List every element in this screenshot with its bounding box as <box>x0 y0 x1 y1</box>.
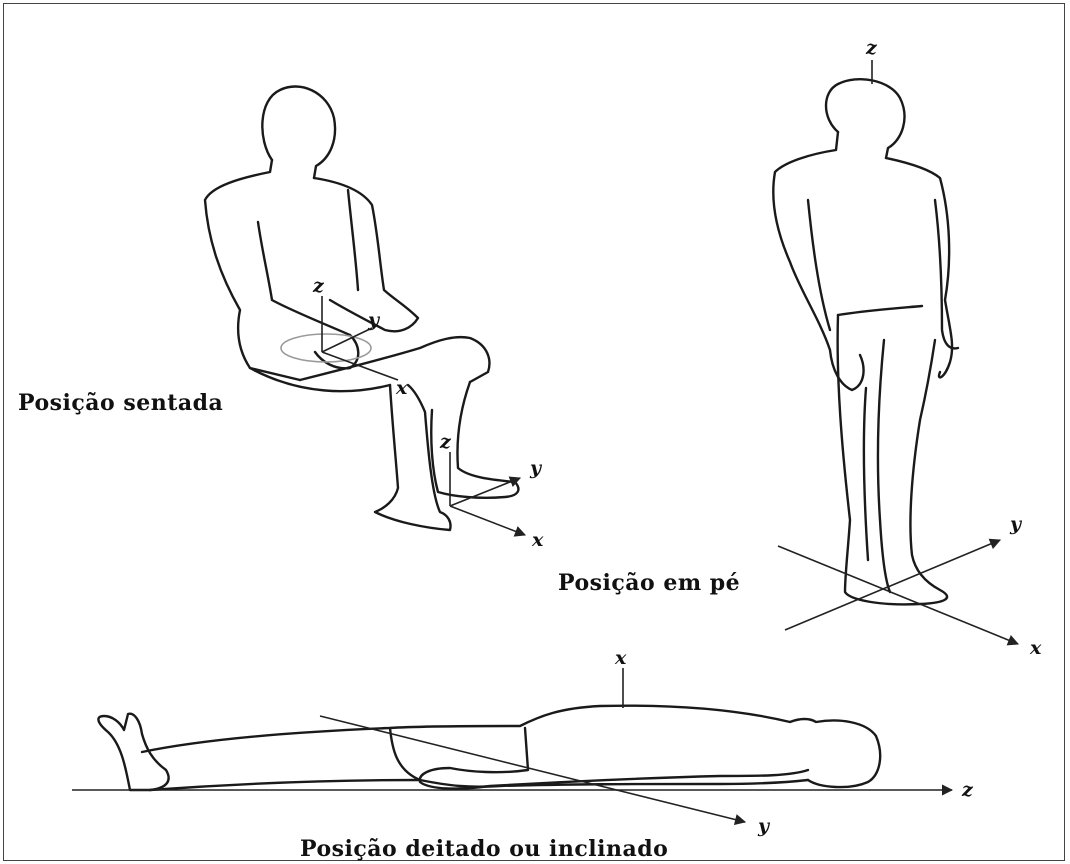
standing-waist <box>838 306 922 315</box>
seated-hip-z-label: z <box>312 275 325 297</box>
lying-z-label: z <box>961 779 974 801</box>
seated-figure <box>205 86 518 530</box>
lying-x-label: x <box>614 647 627 669</box>
seated-arm <box>314 178 418 331</box>
lying-thigh <box>390 728 420 780</box>
seated-inner-arm <box>258 222 358 368</box>
standing-y-label: y <box>1009 513 1023 535</box>
seated-thigh <box>300 337 489 382</box>
seated-foot-z-label: z <box>439 431 452 453</box>
seated-torso <box>205 160 300 380</box>
standing-torso <box>773 132 863 390</box>
seated-shoulder <box>348 190 358 290</box>
standing-inner-leg <box>878 340 890 592</box>
seated-label: Posição sentada <box>18 390 223 416</box>
seated-foot-x-label: x <box>531 529 544 551</box>
standing-right-arm <box>935 200 958 348</box>
seated-hip-x-label: x <box>395 377 408 399</box>
standing-x-label: x <box>1029 637 1042 659</box>
standing-figure <box>773 79 958 604</box>
standing-back <box>886 158 952 377</box>
lying-body-bottom <box>150 780 808 790</box>
lying-feet <box>98 714 168 790</box>
lying-y-axis <box>320 716 745 822</box>
standing-y-axis <box>785 540 1000 630</box>
seated-shin-back <box>375 385 451 530</box>
seated-thigh-lower <box>250 368 390 391</box>
lying-label: Posição deitado ou inclinado <box>300 836 668 862</box>
standing-z-label: z <box>865 37 878 59</box>
standing-axes: z y x <box>778 37 1042 659</box>
standing-x-axis <box>778 546 1018 644</box>
seated-foot-y-axis <box>450 478 520 506</box>
seated-head <box>262 86 335 178</box>
seated-foot-x-axis <box>450 506 525 535</box>
lying-figure <box>98 706 880 790</box>
seated-hip-y-label: y <box>367 309 381 331</box>
seated-foot-y-label: y <box>529 457 543 479</box>
standing-inner-leg2 <box>864 388 868 560</box>
standing-label: Posição em pé <box>558 570 740 596</box>
lying-y-label: y <box>757 815 771 837</box>
seated-foot-axes: z y x <box>439 431 544 551</box>
standing-head <box>826 79 904 158</box>
lying-arm <box>420 728 808 789</box>
standing-legs <box>838 315 947 604</box>
